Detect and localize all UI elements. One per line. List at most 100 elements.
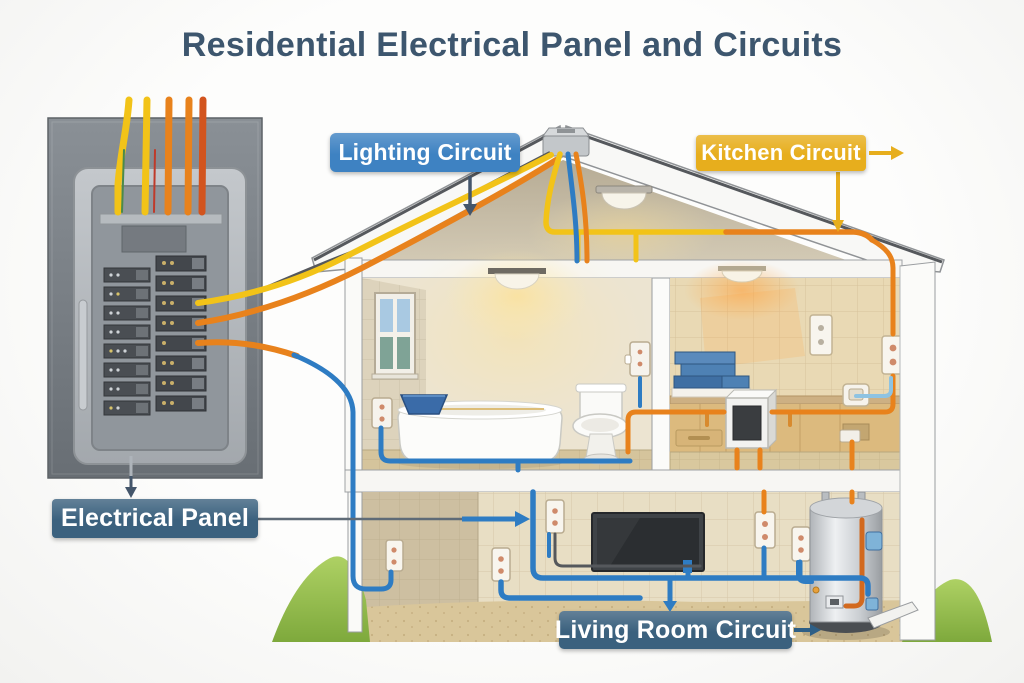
tv-glare xyxy=(597,518,640,566)
lighting-circuit-label: Lighting Circuit xyxy=(330,133,520,172)
attic-light-dome xyxy=(601,192,647,210)
kitchen-right-outlet-hole xyxy=(889,344,897,352)
dish xyxy=(721,375,750,389)
panel-feed-wires xyxy=(114,96,207,216)
livingroom-main-blue xyxy=(530,489,871,597)
floor-band xyxy=(344,469,903,493)
feed-wire-red-thin xyxy=(153,149,156,213)
window-sill xyxy=(371,373,419,380)
breaker xyxy=(155,255,207,272)
kitchen-light-plate xyxy=(718,266,766,271)
microwave-side xyxy=(767,388,777,450)
outlet-hole xyxy=(762,521,768,527)
kitchen-right-outlet-hole xyxy=(889,358,897,366)
feed-wire-red xyxy=(198,96,207,216)
kitchen-junction-box xyxy=(839,429,861,443)
circuit-wires xyxy=(195,151,896,601)
bathroom-outlet-hole xyxy=(379,416,385,422)
breaker xyxy=(155,395,207,412)
feed-wire-yellow xyxy=(141,96,151,216)
kitchen-run-orange-left xyxy=(625,409,727,455)
heater-blue-box xyxy=(865,531,883,551)
outlet-plate xyxy=(754,511,776,549)
kitchen-circuit-arrow-down xyxy=(832,172,844,232)
callout-arrows xyxy=(125,146,904,636)
panel-door-handle xyxy=(78,299,88,411)
kitchen-outlet-hole xyxy=(818,325,824,331)
breaker-column-right xyxy=(155,255,207,412)
outlet-plate xyxy=(791,526,811,562)
lighting-circuit-arrow xyxy=(463,176,477,216)
tv xyxy=(591,512,705,573)
outlet-hole xyxy=(798,547,804,553)
feed-wire-green xyxy=(121,149,125,213)
breaker xyxy=(103,305,151,321)
breaker-column-left xyxy=(103,267,151,416)
outlet-hole xyxy=(552,508,558,514)
livingroom-second-blue xyxy=(498,579,643,601)
tv-screen xyxy=(597,518,699,566)
wash-basin xyxy=(399,394,449,415)
heater-side-pipe xyxy=(843,517,865,609)
kitchen xyxy=(669,260,905,471)
cabinet-handle xyxy=(788,412,792,427)
kitchen-junction xyxy=(839,423,870,443)
breaker xyxy=(155,275,207,292)
bathroom-ceiling-light xyxy=(488,268,546,290)
livingroom-outlet-e xyxy=(791,526,811,562)
heater-outlet-loop-blue xyxy=(796,560,814,584)
panel-label-plate xyxy=(121,225,187,253)
breaker xyxy=(103,362,151,378)
outlet-plate xyxy=(491,547,511,582)
box-drop-orange xyxy=(573,151,590,264)
kitchen-light-glow xyxy=(684,260,800,320)
divider-wall xyxy=(651,277,671,471)
livingroom-gray-cable xyxy=(553,532,702,568)
living-room-arrow-down xyxy=(663,580,677,612)
kitchen-outlet-hole xyxy=(818,339,824,345)
heater-top xyxy=(809,497,883,519)
outlet-hole xyxy=(762,534,768,540)
toilet-tank-lid xyxy=(575,383,627,393)
livingroom-outlet-b xyxy=(491,547,511,582)
baseboard-vent xyxy=(867,601,919,629)
kitchen-floor-tiles xyxy=(670,452,900,470)
bathroom-switch-plate xyxy=(629,341,651,377)
microwave-screen xyxy=(732,405,762,441)
bathroom-outlet-wire-blue xyxy=(378,425,633,464)
kitchen-circuit-arrow-right xyxy=(869,146,904,160)
lighting-circuit-wire-yellow xyxy=(195,152,554,306)
outlet-hole xyxy=(498,568,504,574)
page-title: Residential Electrical Panel and Circuit… xyxy=(181,26,843,64)
living-room-feed-orange xyxy=(195,339,300,359)
feed-wire-orange xyxy=(164,96,173,216)
kitchen-circuit-wire-orange xyxy=(195,157,559,326)
outlet-hole xyxy=(391,559,397,565)
window-mullion-v xyxy=(393,299,397,369)
livingroom-outlet-a xyxy=(385,539,404,572)
outlet-plate xyxy=(545,499,565,534)
attic-ceiling-light xyxy=(595,185,653,210)
kitchen-circuit-label: Kitchen Circuit xyxy=(696,135,866,171)
electrical-panel-label: Electrical Panel xyxy=(52,499,258,538)
kitchen-run-orange xyxy=(769,373,896,415)
feed-wire-orange xyxy=(184,96,193,216)
dishes-stack xyxy=(671,351,751,398)
bathroom-light-glow xyxy=(445,250,589,342)
roof-right-ridge-line xyxy=(567,128,943,264)
outlet-plate xyxy=(385,539,404,572)
bathroom-outlet-plate xyxy=(371,397,393,429)
panel-to-livingroom-connector xyxy=(258,511,530,527)
heater-blue-fitting xyxy=(865,597,879,611)
breaker xyxy=(103,267,151,283)
kitchen-wall-drop-orange xyxy=(869,237,896,337)
kitchen-light-dome xyxy=(721,270,763,283)
junction-box-slot xyxy=(557,129,575,133)
bathroom-switch-hole xyxy=(637,361,643,367)
dish xyxy=(674,351,736,365)
drawer-handle xyxy=(688,436,710,440)
water-heater xyxy=(802,491,919,640)
toilet xyxy=(572,383,628,465)
